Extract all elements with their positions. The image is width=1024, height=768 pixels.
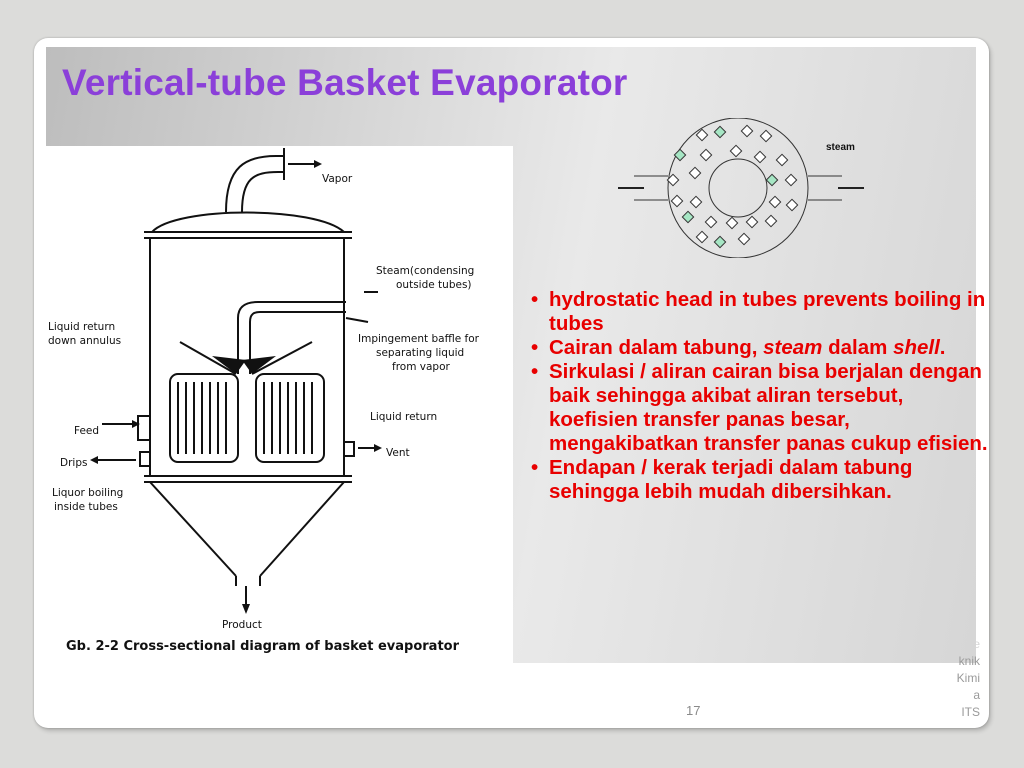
label-steam-2: outside tubes) (396, 279, 472, 291)
footer-line: a (973, 688, 980, 702)
label-steam-cross: steam (826, 142, 855, 153)
slide-number: 17 (686, 703, 701, 718)
bullet-emphasis: steam (763, 336, 823, 359)
footer-line: Kimi (956, 671, 980, 685)
bullet-text: Cairan dalam tabung, (549, 336, 764, 359)
footer-text: Te knik Kimi a ITS (938, 636, 980, 721)
label-liquid-return: Liquid return (370, 411, 437, 423)
bullet-marker: • (531, 360, 539, 383)
evaporator-diagram: Vapor Steam(condensing outside tubes) Li… (46, 146, 513, 663)
tube-cross-section: steam (618, 118, 864, 258)
bullet-text: Endapan / kerak terjadi dalam tabung seh… (549, 456, 913, 503)
bullet-marker: • (531, 288, 539, 311)
label-baffle-3: from vapor (392, 361, 451, 373)
bullet-text: hydrostatic head in tubes prevents boili… (549, 288, 986, 335)
bullet-marker: • (531, 456, 539, 479)
label-feed: Feed (74, 425, 99, 437)
bullet-item: • Endapan / kerak terjadi dalam tabung s… (527, 456, 997, 504)
label-vapor: Vapor (322, 173, 353, 185)
label-product: Product (222, 619, 262, 631)
label-liquor-2: inside tubes (54, 501, 118, 513)
bullet-item: • hydrostatic head in tubes prevents boi… (527, 288, 997, 336)
label-steam: Steam(condensing (376, 265, 474, 277)
bullet-text: . (939, 336, 946, 359)
footer-line: knik (958, 654, 980, 668)
footer-line: Te (967, 637, 980, 651)
label-liquid-return-annulus: Liquid return (48, 321, 115, 333)
label-drips: Drips (60, 457, 87, 469)
bullet-item: • Sirkulasi / aliran cairan bisa berjala… (527, 360, 997, 456)
label-baffle: Impingement baffle for (358, 333, 480, 345)
bullet-emphasis: shell (893, 336, 940, 359)
diagram-caption: Gb. 2-2 Cross-sectional diagram of baske… (66, 639, 460, 654)
label-liquor: Liquor boiling (52, 487, 123, 499)
bullet-text: Sirkulasi / aliran cairan bisa berjalan … (549, 360, 988, 455)
slide-title: Vertical-tube Basket Evaporator (62, 62, 628, 103)
bullet-marker: • (531, 336, 539, 359)
footer-line: ITS (961, 705, 980, 719)
label-baffle-2: separating liquid (376, 347, 464, 359)
evaporator-schematic: Vapor Steam(condensing outside tubes) Li… (48, 148, 480, 654)
label-liquid-return-annulus-2: down annulus (48, 335, 121, 347)
bullet-list: • hydrostatic head in tubes prevents boi… (527, 288, 997, 504)
bullet-text: dalam (822, 336, 894, 359)
bullet-item: • Cairan dalam tabung, steam dalam shell… (527, 336, 997, 360)
label-vent: Vent (386, 447, 410, 459)
